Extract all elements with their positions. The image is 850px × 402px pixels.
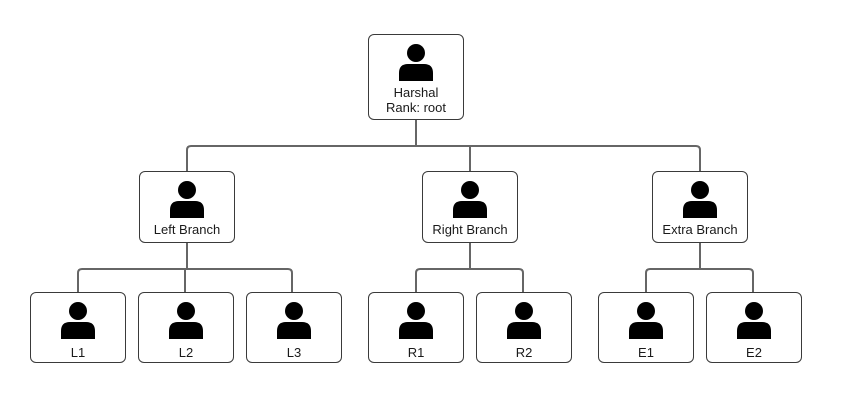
person-icon <box>399 44 433 81</box>
node-leaf-label: L1 <box>70 345 86 360</box>
connector-root-bus <box>186 145 701 171</box>
node-right-branch-label: Right Branch <box>432 222 508 237</box>
node-extra-branch[interactable]: Extra Branch <box>652 171 748 243</box>
node-left-branch-label: Left Branch <box>153 222 221 237</box>
node-leaf-l2[interactable]: L2 <box>138 292 234 363</box>
person-icon <box>453 181 487 218</box>
node-root-rank: Rank: root <box>386 100 446 115</box>
node-leaf-l1[interactable]: L1 <box>30 292 126 363</box>
node-left-branch[interactable]: Left Branch <box>139 171 235 243</box>
node-leaf-label: L2 <box>178 345 194 360</box>
node-leaf-label: E1 <box>638 345 654 360</box>
person-icon <box>170 181 204 218</box>
person-icon <box>629 302 663 339</box>
person-icon <box>737 302 771 339</box>
node-leaf-l3[interactable]: L3 <box>246 292 342 363</box>
node-leaf-label: R2 <box>515 345 533 360</box>
person-icon <box>169 302 203 339</box>
connector-extra-bus <box>645 268 754 292</box>
node-leaf-label: L3 <box>286 345 302 360</box>
person-icon <box>399 302 433 339</box>
person-icon <box>277 302 311 339</box>
node-root[interactable]: Harshal Rank: root <box>368 34 464 120</box>
node-leaf-r2[interactable]: R2 <box>476 292 572 363</box>
node-right-branch[interactable]: Right Branch <box>422 171 518 243</box>
node-leaf-label: R1 <box>407 345 425 360</box>
connector-right-bus <box>415 268 524 292</box>
node-leaf-e1[interactable]: E1 <box>598 292 694 363</box>
node-extra-branch-label: Extra Branch <box>662 222 738 237</box>
node-leaf-label: E2 <box>746 345 762 360</box>
person-icon <box>507 302 541 339</box>
person-icon <box>683 181 717 218</box>
node-leaf-e2[interactable]: E2 <box>706 292 802 363</box>
node-leaf-r1[interactable]: R1 <box>368 292 464 363</box>
person-icon <box>61 302 95 339</box>
node-root-name: Harshal <box>393 85 439 100</box>
